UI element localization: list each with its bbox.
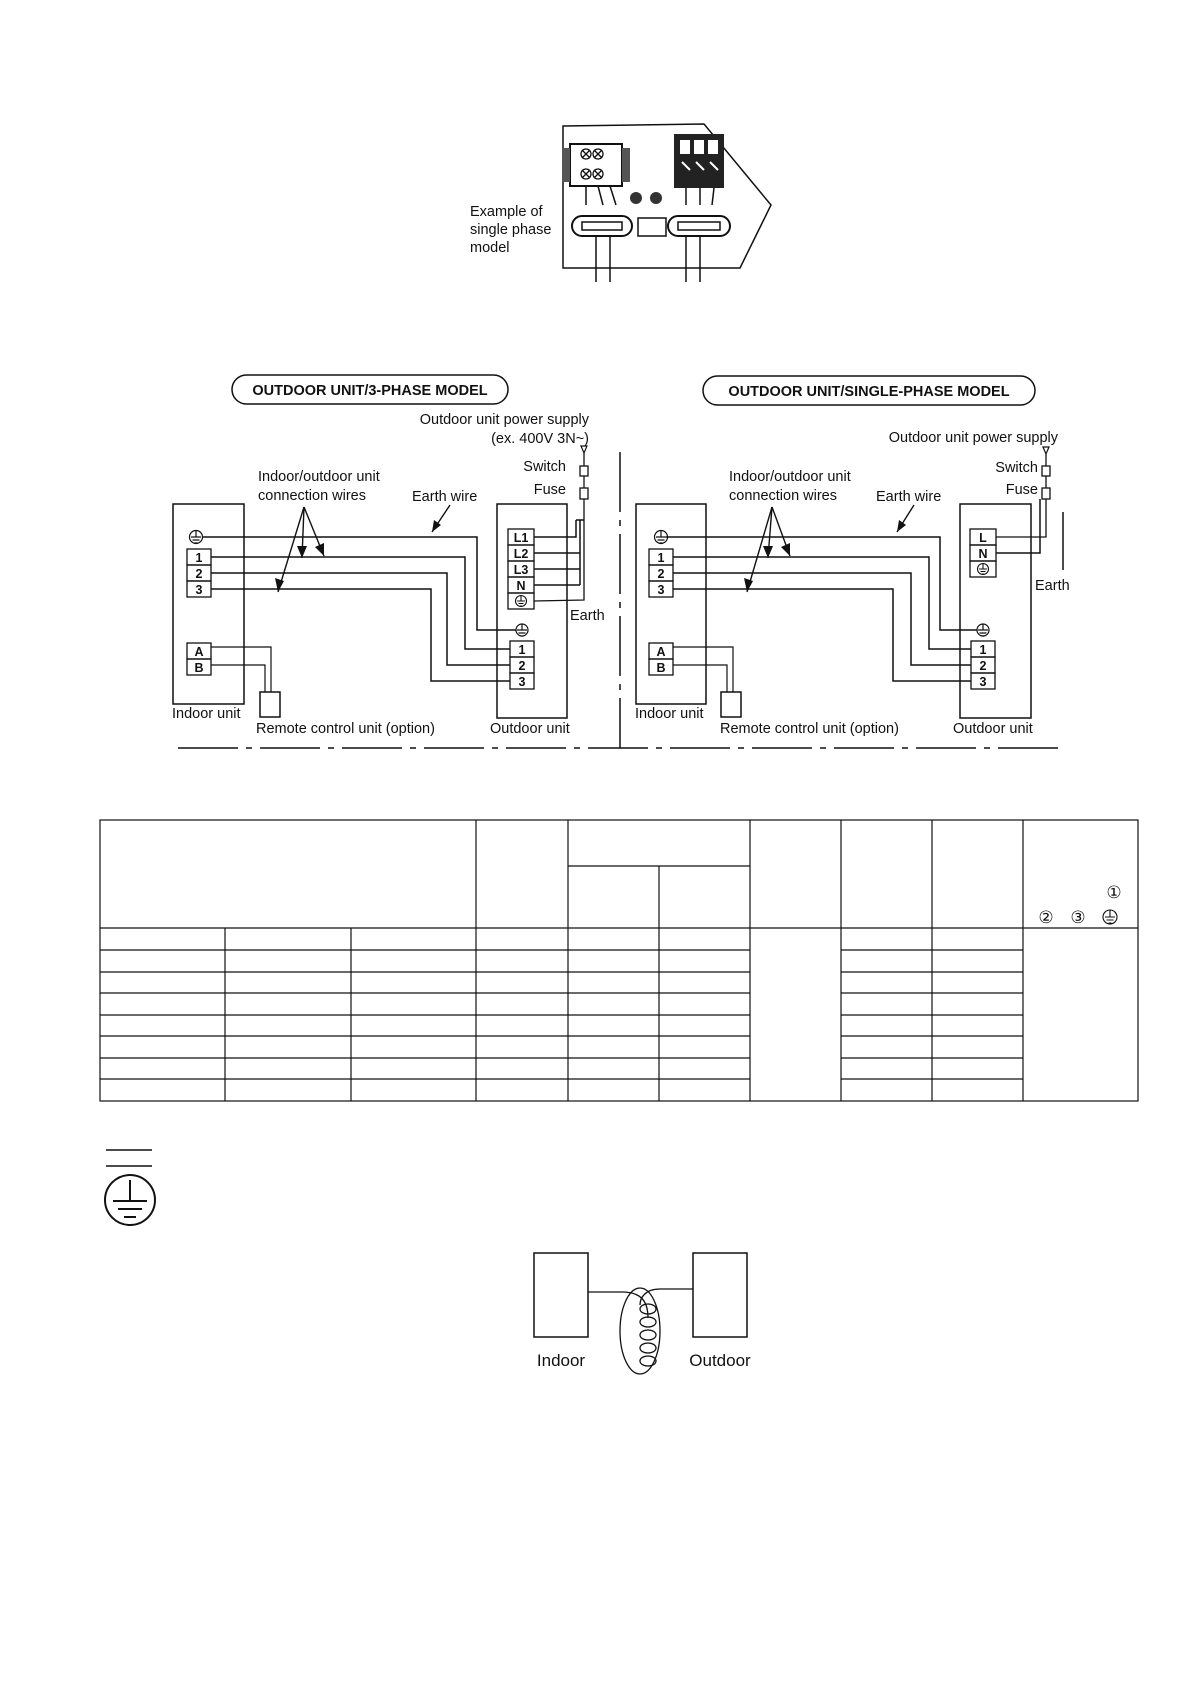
table-marker-1: ① bbox=[1106, 883, 1121, 902]
three-phase-indoor-unit bbox=[172, 503, 245, 705]
example-caption-2: single phase bbox=[470, 222, 551, 238]
single-phase-indoor-terminal-1: 1 bbox=[658, 551, 665, 565]
single-phase-earth-label: Earth bbox=[1035, 578, 1070, 594]
coil-outdoor-label: Outdoor bbox=[689, 1351, 751, 1370]
single-phase-outdoor-terminal-1: 1 bbox=[980, 643, 987, 657]
three-phase-wires-label-1: Indoor/outdoor unit bbox=[258, 469, 380, 485]
three-phase-power-terminal-l3: L3 bbox=[514, 563, 529, 577]
single-phase-wires-label-2: connection wires bbox=[729, 488, 837, 504]
three-phase-fuse-label: Fuse bbox=[534, 482, 566, 498]
three-phase-outdoor-earth-icon bbox=[515, 623, 529, 637]
single-phase-title: OUTDOOR UNIT/SINGLE-PHASE MODEL bbox=[728, 384, 1009, 400]
example-caption-3: model bbox=[470, 240, 510, 256]
coil-indoor-label: Indoor bbox=[537, 1351, 586, 1370]
three-phase-power-terminal-l1: L1 bbox=[514, 531, 529, 545]
single-phase-power-terminal-n: N bbox=[978, 547, 987, 561]
single-phase-power-terminal-l: L bbox=[979, 531, 987, 545]
coil-indoor-box bbox=[533, 1252, 589, 1338]
coil-outdoor-box bbox=[692, 1252, 748, 1338]
three-phase-indoor-terminal-3: 3 bbox=[196, 583, 203, 597]
single-phase-earth-wire-label: Earth wire bbox=[876, 489, 941, 505]
legend-earth-icon bbox=[104, 1174, 156, 1226]
three-phase-outdoor-terminal-3: 3 bbox=[519, 675, 526, 689]
three-phase-power-terminal-n: N bbox=[516, 579, 525, 593]
three-phase-indoor-earth-icon bbox=[188, 529, 204, 545]
single-phase-remote-label: Remote control unit (option) bbox=[720, 721, 899, 737]
three-phase-remote-control bbox=[259, 691, 281, 718]
single-phase-remote-control bbox=[720, 691, 742, 718]
three-phase-fuse bbox=[579, 487, 589, 500]
single-phase-outdoor-earth-icon bbox=[976, 623, 990, 637]
three-phase-remote-terminal-b: B bbox=[194, 661, 203, 675]
coil-loop bbox=[619, 1287, 661, 1375]
three-phase-earth-label: Earth bbox=[570, 608, 605, 624]
spec-table bbox=[99, 819, 1139, 1102]
three-phase-outdoor-unit-label: Outdoor unit bbox=[490, 721, 570, 737]
single-phase-outdoor-unit bbox=[959, 503, 1032, 719]
three-phase-switch-label: Switch bbox=[523, 459, 566, 475]
three-phase-power-earth-icon bbox=[514, 594, 528, 608]
single-phase-switch bbox=[1041, 465, 1051, 477]
single-phase-outdoor-terminal-2: 2 bbox=[980, 659, 987, 673]
single-phase-outdoor-unit-label: Outdoor unit bbox=[953, 721, 1033, 737]
single-phase-indoor-unit bbox=[635, 503, 707, 705]
table-earth-icon bbox=[1102, 909, 1118, 925]
three-phase-outdoor-terminal-1: 1 bbox=[519, 643, 526, 657]
single-phase-indoor-terminal-3: 3 bbox=[658, 583, 665, 597]
single-phase-power-earth-icon bbox=[976, 562, 990, 576]
three-phase-indoor-terminal-1: 1 bbox=[196, 551, 203, 565]
three-phase-wires-label-2: connection wires bbox=[258, 488, 366, 504]
table-marker-2: ② bbox=[1038, 908, 1053, 927]
table-marker-3: ③ bbox=[1070, 908, 1085, 927]
three-phase-power-spec: (ex. 400V 3N~) bbox=[491, 431, 589, 447]
single-phase-title-pill bbox=[702, 375, 1036, 406]
single-phase-power-supply: Outdoor unit power supply bbox=[889, 430, 1059, 446]
single-phase-wiring: OUTDOOR UNIT/SINGLE-PHASE MODEL Outdoor … bbox=[635, 375, 1070, 737]
coil-spring bbox=[639, 1303, 657, 1367]
example-photo: Example of single phase model bbox=[470, 123, 772, 282]
three-phase-outdoor-terminal-2: 2 bbox=[519, 659, 526, 673]
three-phase-indoor-terminal-2: 2 bbox=[196, 567, 203, 581]
three-phase-power-supply: Outdoor unit power supply bbox=[420, 412, 590, 428]
single-phase-indoor-earth-icon bbox=[653, 529, 669, 545]
example-caption-1: Example of bbox=[470, 204, 544, 220]
three-phase-title: OUTDOOR UNIT/3-PHASE MODEL bbox=[252, 383, 487, 399]
three-phase-remote-terminal-a: A bbox=[194, 645, 203, 659]
single-phase-fuse bbox=[1041, 487, 1051, 500]
three-phase-remote-label: Remote control unit (option) bbox=[256, 721, 435, 737]
single-phase-indoor-unit-label: Indoor unit bbox=[635, 706, 704, 722]
three-phase-indoor-unit-label: Indoor unit bbox=[172, 706, 241, 722]
three-phase-outdoor-unit bbox=[496, 503, 568, 719]
single-phase-remote-terminal-b: B bbox=[656, 661, 665, 675]
single-phase-remote-terminal-a: A bbox=[656, 645, 665, 659]
three-phase-title-pill bbox=[231, 374, 509, 405]
legend-lines bbox=[106, 1149, 152, 1167]
three-phase-switch bbox=[579, 465, 589, 477]
single-phase-fuse-label: Fuse bbox=[1006, 482, 1038, 498]
three-phase-wiring: OUTDOOR UNIT/3-PHASE MODEL Outdoor unit … bbox=[172, 374, 605, 737]
single-phase-indoor-terminal-2: 2 bbox=[658, 567, 665, 581]
single-phase-wires-label-1: Indoor/outdoor unit bbox=[729, 469, 851, 485]
three-phase-earth-wire-label: Earth wire bbox=[412, 489, 477, 505]
single-phase-switch-label: Switch bbox=[995, 460, 1038, 476]
three-phase-power-terminal-l2: L2 bbox=[514, 547, 529, 561]
coil-diagram: Indoor Outdoor bbox=[533, 1252, 751, 1375]
single-phase-outdoor-terminal-3: 3 bbox=[980, 675, 987, 689]
